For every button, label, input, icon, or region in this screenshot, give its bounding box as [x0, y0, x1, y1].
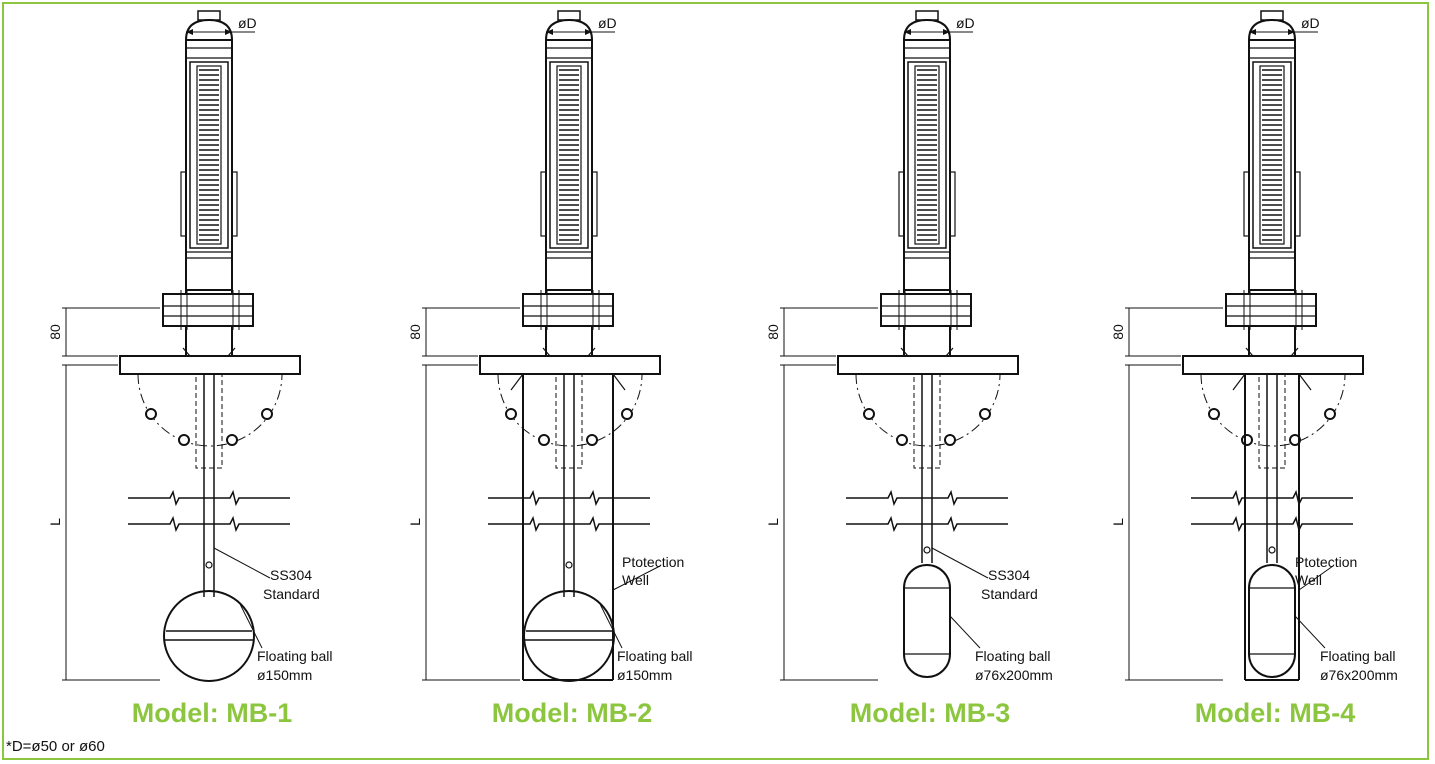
- floating-capsule: [1248, 564, 1296, 678]
- model-4-title: Model: MB-4: [1195, 698, 1355, 728]
- indicator-housing: [903, 39, 951, 291]
- mounting-flange: [1182, 355, 1364, 375]
- dimension-80-label: 80: [1110, 324, 1126, 340]
- diameter-label: øD: [598, 15, 617, 31]
- callout-2-line-2: ø76x200mm: [1320, 667, 1398, 683]
- callout-1-line-2: Well: [1295, 572, 1322, 588]
- clamp-block: [162, 293, 254, 327]
- bolt-hole: [863, 408, 875, 420]
- model-2-title: Model: MB-2: [492, 698, 652, 728]
- clamp-block: [880, 293, 972, 327]
- dimension-L-label: L: [765, 518, 781, 526]
- clamp-block: [1225, 293, 1317, 327]
- bolt-hole: [586, 434, 598, 446]
- diameter-label: øD: [1301, 15, 1320, 31]
- diameter-label: øD: [238, 15, 257, 31]
- flap-scale: [559, 69, 579, 241]
- bolt-hole: [261, 408, 273, 420]
- break-lines: [846, 489, 1008, 533]
- dimension-80-label: 80: [765, 324, 781, 340]
- bolt-hole: [145, 408, 157, 420]
- floating-ball: [163, 590, 255, 682]
- bolt-hole: [178, 434, 190, 446]
- flap-scale: [917, 69, 937, 241]
- bolt-hole: [1208, 408, 1220, 420]
- callout-2-line-2: ø76x200mm: [975, 667, 1053, 683]
- callout-2-line-1: Floating ball: [257, 648, 333, 664]
- mounting-flange: [837, 355, 1019, 375]
- bolt-hole: [505, 408, 517, 420]
- bolt-hole: [979, 408, 991, 420]
- bolt-circle: [137, 373, 283, 447]
- callout-1-line-1: Ptotection: [1295, 554, 1357, 570]
- callout-1-line-1: SS304: [270, 567, 312, 583]
- callout-2-line-2: ø150mm: [257, 667, 312, 683]
- callout-1-line-1: SS304: [988, 567, 1030, 583]
- bolt-hole: [944, 434, 956, 446]
- bolt-hole: [896, 434, 908, 446]
- bolt-circle: [855, 373, 1001, 447]
- bolt-circle: [1200, 373, 1346, 447]
- indicator-housing: [545, 39, 593, 291]
- flap-scale: [199, 69, 219, 241]
- callout-2-line-1: Floating ball: [1320, 648, 1396, 664]
- mounting-flange: [479, 355, 661, 375]
- bolt-hole: [1324, 408, 1336, 420]
- bolt-hole: [538, 434, 550, 446]
- dimension-80-label: 80: [407, 324, 423, 340]
- break-lines: [128, 489, 290, 533]
- footnote: *D=ø50 or ø60: [6, 738, 105, 755]
- callout-2-line-2: ø150mm: [617, 667, 672, 683]
- diameter-label: øD: [956, 15, 975, 31]
- mounting-flange: [119, 355, 301, 375]
- callout-1-line-2: Standard: [981, 586, 1038, 602]
- housing-cap: [184, 18, 234, 41]
- housing-cap: [544, 18, 594, 41]
- bolt-hole: [621, 408, 633, 420]
- floating-capsule: [903, 564, 951, 678]
- callout-2-line-1: Floating ball: [617, 648, 693, 664]
- break-lines: [1191, 489, 1353, 533]
- bolt-hole: [226, 434, 238, 446]
- callout-1-line-2: Standard: [263, 586, 320, 602]
- flap-scale: [1262, 69, 1282, 241]
- indicator-housing: [185, 39, 233, 291]
- clamp-block: [522, 293, 614, 327]
- dimension-80-label: 80: [47, 324, 63, 340]
- break-lines: [488, 489, 650, 533]
- model-3-title: Model: MB-3: [850, 698, 1010, 728]
- dimension-L-label: L: [407, 518, 423, 526]
- dimension-L-label: L: [1110, 518, 1126, 526]
- model-1-title: Model: MB-1: [132, 698, 292, 728]
- floating-ball: [523, 590, 615, 682]
- bolt-hole: [1241, 434, 1253, 446]
- callout-2-line-1: Floating ball: [975, 648, 1051, 664]
- indicator-housing: [1248, 39, 1296, 291]
- callout-1-line-2: Well: [622, 572, 649, 588]
- housing-cap: [902, 18, 952, 41]
- callout-1-line-1: Ptotection: [622, 554, 684, 570]
- housing-cap: [1247, 18, 1297, 41]
- dimension-L-label: L: [47, 518, 63, 526]
